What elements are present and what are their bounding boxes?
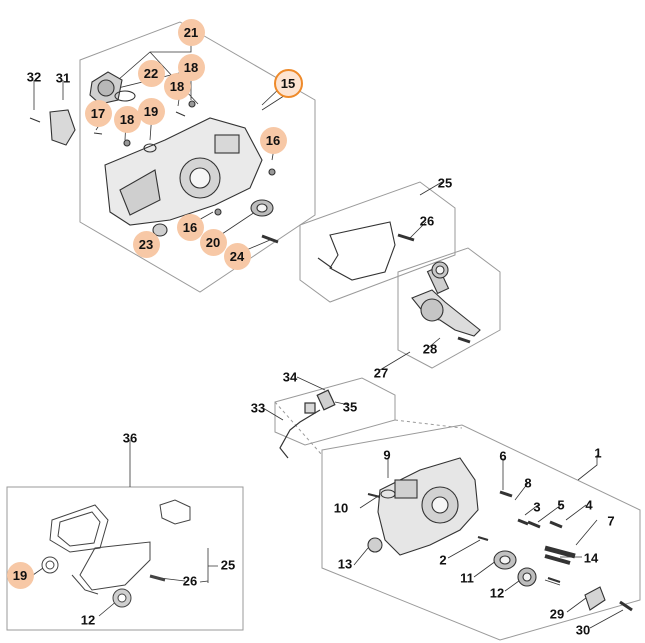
part-label-2: 2 — [439, 552, 447, 568]
part-label-36: 36 — [122, 430, 138, 446]
part-label-33: 33 — [250, 400, 266, 416]
crankcase-assembly-outline — [321, 424, 641, 641]
part-badge-21[interactable]: 21 — [177, 18, 205, 46]
sleeve-13 — [367, 537, 383, 553]
part-label-9: 9 — [383, 447, 391, 463]
bolt-24 — [261, 234, 279, 244]
pin-6 — [499, 490, 513, 498]
part-label-28: 28 — [422, 341, 438, 357]
part-label-26-kit: 26 — [182, 573, 198, 589]
screw-30 — [619, 600, 633, 612]
gasket-assembly-outline — [299, 181, 456, 303]
oil-line-assembly-outline — [274, 377, 396, 446]
part-badge-19-kit[interactable]: 19 — [6, 561, 34, 589]
part-label-30: 30 — [575, 622, 591, 638]
part-badge-22[interactable]: 22 — [137, 59, 165, 87]
ring-19-upper — [143, 143, 157, 153]
bolt-2 — [477, 536, 489, 541]
part-label-10: 10 — [333, 500, 349, 516]
part-label-1: 1 — [594, 445, 602, 461]
stud-7 — [544, 554, 571, 565]
dashed-link-lines — [274, 401, 463, 456]
part-label-14: 14 — [583, 550, 599, 566]
part-label-35: 35 — [342, 399, 358, 415]
part-label-11: 11 — [460, 570, 474, 586]
part-label-26-middle: 26 — [419, 213, 435, 229]
gasket-25 — [329, 221, 396, 281]
part-badge-18-left[interactable]: 18 — [113, 105, 141, 133]
bracket-29 — [584, 586, 606, 611]
part-label-8: 8 — [524, 475, 532, 491]
cover-31 — [49, 109, 76, 146]
sleeve-23 — [152, 223, 168, 237]
ring-19-kit — [41, 556, 59, 574]
ring-9 — [380, 489, 396, 499]
part-label-25-kit: 25 — [220, 557, 236, 573]
part-label-13: 13 — [337, 556, 353, 572]
part-badge-20[interactable]: 20 — [199, 228, 227, 256]
bolt-26-kit — [149, 574, 166, 582]
part-label-27: 27 — [373, 365, 389, 381]
crankshaft-assembly-outline — [397, 247, 501, 369]
part-label-12-kit: 12 — [80, 612, 96, 628]
part-badge-23[interactable]: 23 — [132, 230, 160, 258]
gasket-kit-large — [49, 504, 109, 553]
part-label-34: 34 — [282, 369, 298, 385]
part-badge-15-selected[interactable]: 15 — [273, 68, 303, 98]
part-label-25-middle: 25 — [437, 175, 453, 191]
connector-35 — [316, 389, 336, 411]
part-label-32: 32 — [26, 69, 42, 85]
seal-kit-box — [6, 486, 244, 631]
part-label-12-right: 12 — [489, 585, 505, 601]
part-label-3: 3 — [533, 499, 541, 515]
part-label-7: 7 — [607, 513, 615, 529]
studs-3-4-5 — [517, 518, 563, 529]
part-badge-17-top[interactable]: 18 — [163, 72, 191, 100]
oil-hose-33 — [279, 409, 321, 459]
stud-14 — [544, 545, 576, 559]
bolt-26-middle — [397, 233, 415, 242]
part-label-29: 29 — [549, 606, 565, 622]
part-badge-19-upper[interactable]: 19 — [137, 97, 165, 125]
part-label-5: 5 — [557, 497, 565, 513]
part-badge-17-left[interactable]: 17 — [84, 99, 112, 127]
screw-10 — [367, 493, 381, 498]
o-ring-22 — [114, 90, 136, 102]
crankcase-half-assembly-outline — [79, 21, 316, 293]
part-label-31: 31 — [55, 70, 71, 86]
needle-cage-28 — [457, 336, 471, 344]
gasket-kit-crankcase — [79, 541, 151, 591]
part-label-4: 4 — [585, 497, 593, 513]
gasket-kit-small — [159, 499, 191, 525]
part-badge-24[interactable]: 24 — [223, 242, 251, 270]
part-badge-16-lower[interactable]: 16 — [176, 213, 204, 241]
part-label-6: 6 — [499, 448, 507, 464]
part-badge-16-right[interactable]: 16 — [259, 126, 287, 154]
